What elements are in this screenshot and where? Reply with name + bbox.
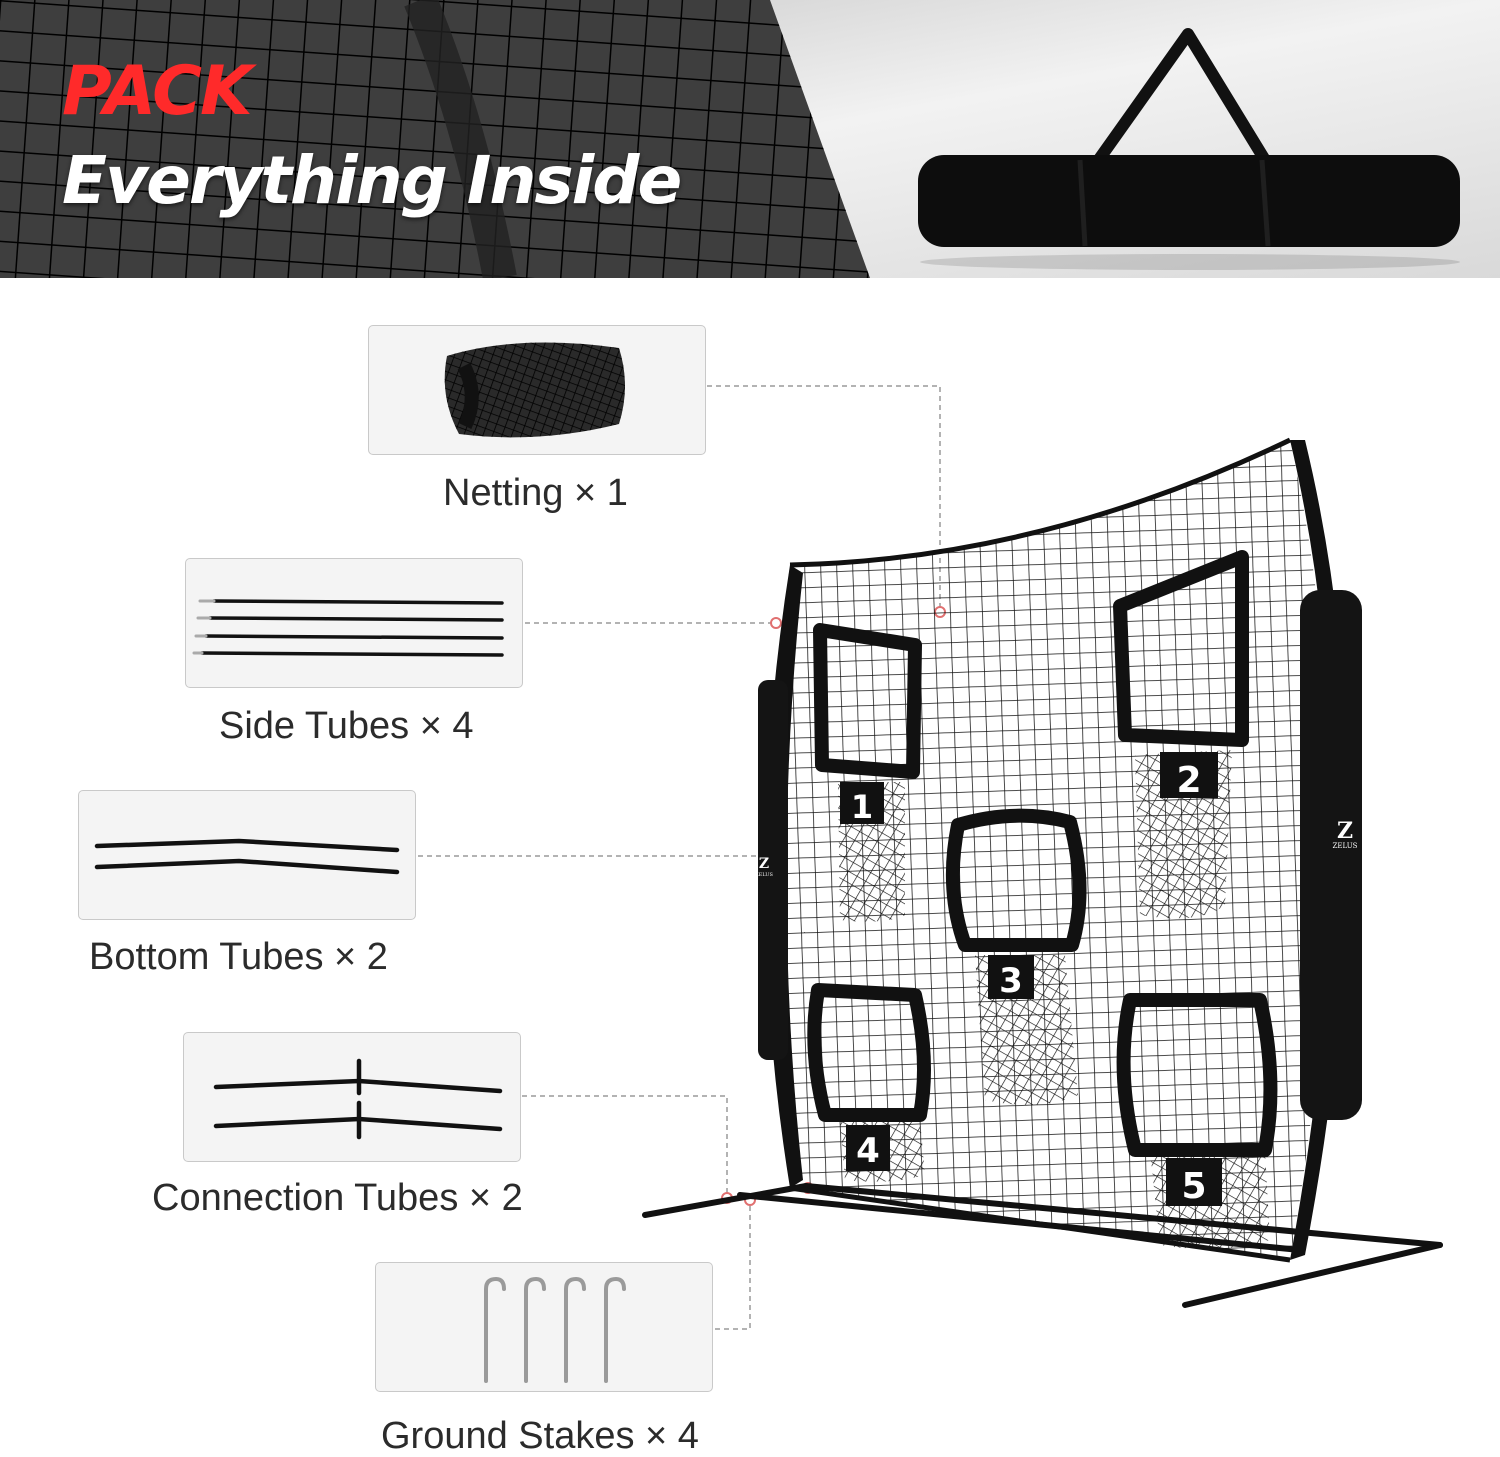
pocket-number-1: 1 [851,788,873,826]
ground-stakes-card [375,1262,713,1392]
bottom-tubes-icon [94,838,400,875]
netting-bundle-icon [444,342,625,438]
pocket-number-5: 5 [1181,1166,1206,1207]
pocket-number-2: 2 [1176,760,1201,801]
target-pocket-3: 3 [945,808,1087,1105]
netting-label: Netting × 1 [443,472,628,514]
connection-tubes-card [183,1032,521,1162]
ground-stakes-label: Ground Stakes × 4 [381,1415,699,1457]
headline-pack: PACK [62,52,253,131]
brand-mark-left: Z [759,856,769,872]
connection-tubes-icon [213,1058,503,1140]
connection-tubes-label: Connection Tubes × 2 [152,1177,523,1219]
pocket-number-4: 4 [856,1131,880,1171]
bottom-tubes-card [78,790,416,920]
ground-stakes-icon [484,1276,626,1383]
brand-mark-right: Z [1337,818,1353,844]
netting-card [368,325,706,455]
side-tubes-card [185,558,523,688]
target-net-illustration: Z ZELUS Z ZELUS 1 2 3 4 5 [642,437,1443,1308]
target-pocket-1: 1 [813,623,922,922]
side-tubes-label: Side Tubes × 4 [219,705,474,747]
target-pocket-5: 5 [1116,993,1278,1249]
bottom-tubes-label: Bottom Tubes × 2 [89,936,388,978]
headline-everything-inside: Everything Inside [62,142,682,219]
brand-name-right: ZELUS [1333,842,1358,850]
target-pocket-2: 2 [1113,550,1249,919]
hero-banner: PACK Everything Inside [0,0,1500,278]
banner-background [0,0,1500,278]
brand-name-left: ZELUS [755,872,773,878]
side-tubes-icon [192,599,504,657]
carry-bag-illustration [918,28,1460,270]
pocket-number-3: 3 [999,961,1023,1001]
target-pocket-4: 4 [807,983,931,1182]
